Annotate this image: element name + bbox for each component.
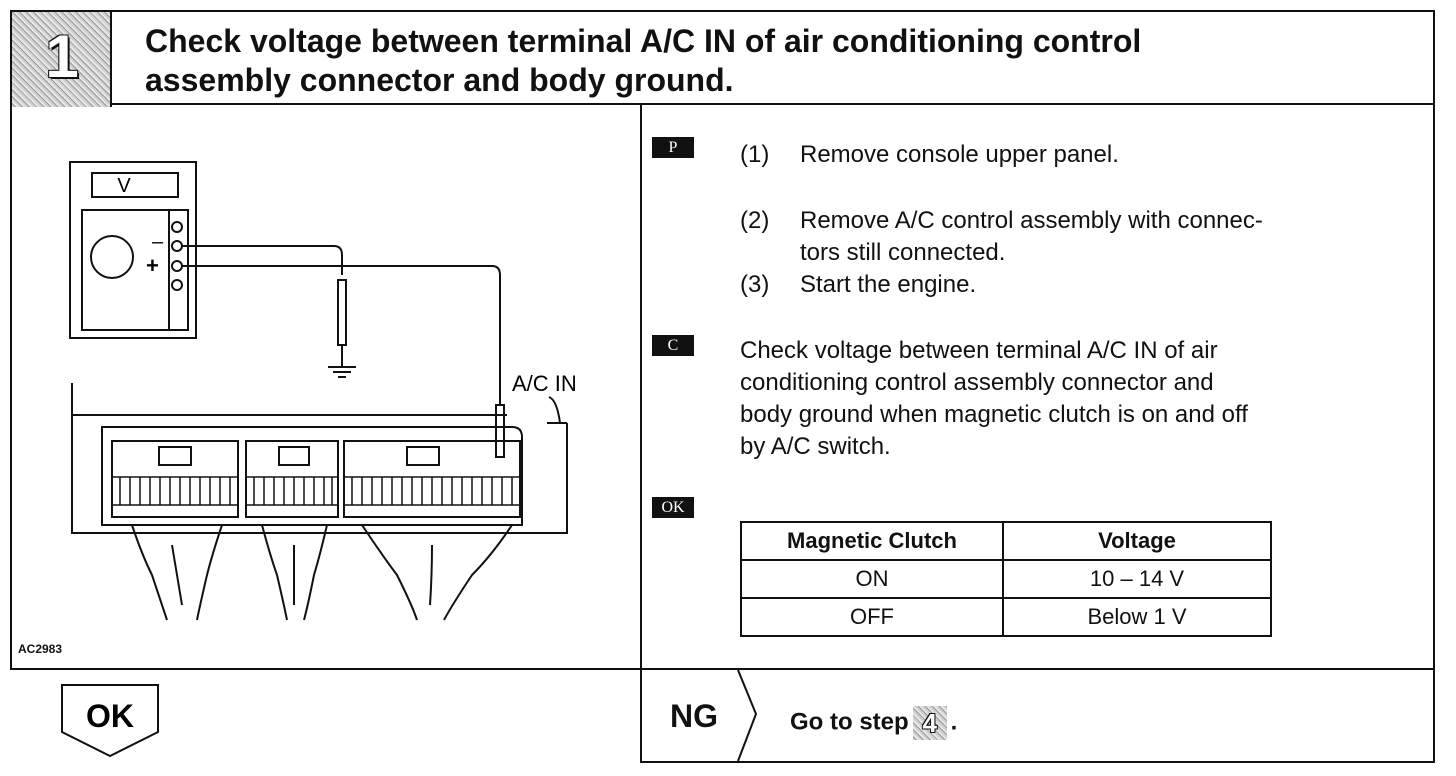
step-number: 1 [45, 23, 79, 90]
table-cell: Below 1 V [1002, 597, 1272, 637]
connector-block-3 [343, 440, 521, 518]
ground-lead [182, 245, 343, 275]
table-cell: 10 – 14 V [1002, 559, 1272, 599]
procedure-tag: P [652, 137, 694, 158]
plus-label: + [146, 253, 159, 278]
connector-block-1 [111, 440, 239, 518]
step-text-1: Remove console upper panel. [800, 141, 1119, 168]
step-title-line-1: Check voltage between terminal A/C IN of… [145, 23, 1142, 59]
table-cell: OFF [740, 597, 1004, 637]
step-title: Check voltage between terminal A/C IN of… [145, 22, 1395, 100]
table-row: ON 10 – 14 V [740, 559, 1272, 599]
ok-tag: OK [652, 497, 694, 518]
ng-arrow [737, 670, 758, 762]
plus-terminal [171, 260, 183, 272]
ground-symbol [328, 366, 356, 378]
terminal-label: A/C IN [512, 371, 577, 396]
goto-step-box: 4 [912, 706, 947, 740]
minus-terminal [171, 240, 183, 252]
check-line-2: conditioning control assembly connector … [740, 369, 1214, 396]
illustration-panel: V – + A/C IN AC2983 [10, 105, 642, 670]
step-num-2: (2) [740, 207, 770, 234]
step-title-line-2: assembly connector and body ground. [145, 62, 734, 98]
meter-label: V [117, 175, 131, 197]
connector-housing [71, 383, 568, 534]
procedure-panel: P (1) Remove console upper panel. (2) Re… [640, 105, 1435, 670]
ok-arrow-box: OK [61, 684, 159, 758]
check-line-1: Check voltage between terminal A/C IN of… [740, 337, 1218, 364]
step-text-3: Start the engine. [800, 271, 977, 298]
table-header-row: Magnetic Clutch Voltage [740, 521, 1272, 561]
table-cell: ON [740, 559, 1004, 599]
step-num-3: (3) [740, 271, 770, 298]
check-line-3: body ground when magnetic clutch is on a… [740, 401, 1248, 428]
signal-lead [182, 265, 501, 405]
step-number-box: 1 [12, 12, 112, 107]
step-header: 1 Check voltage between terminal A/C IN … [10, 10, 1435, 107]
voltmeter-dial [90, 235, 134, 279]
voltmeter-display [91, 172, 179, 198]
probe [495, 404, 505, 458]
step-text-2b: tors still connected. [800, 239, 1006, 266]
voltmeter-body [69, 161, 197, 339]
ng-label: NG [670, 698, 718, 734]
connector-block-2 [245, 440, 339, 518]
figure-code: AC2983 [18, 642, 63, 656]
step-text-2a: Remove A/C control assembly with connec- [800, 207, 1263, 234]
goto-end: . [950, 708, 958, 736]
voltmeter-connector-diagram: V – + A/C IN [69, 161, 577, 621]
repair-step-frame: 1 Check voltage between terminal A/C IN … [10, 10, 1435, 763]
ok-label: OK [86, 698, 134, 734]
ok-branch: OK [10, 670, 642, 763]
check-text: Check voltage between terminal A/C IN of… [740, 335, 1405, 463]
table-header: Magnetic Clutch [740, 521, 1004, 561]
table-row: OFF Below 1 V [740, 597, 1272, 637]
minus-label: – [152, 231, 164, 253]
table-header: Voltage [1002, 521, 1272, 561]
check-tag: C [652, 335, 694, 356]
step-num-1: (1) [740, 141, 770, 168]
check-line-4: by A/C switch. [740, 433, 891, 460]
goto-text: Go to step [790, 708, 909, 736]
voltage-spec-table: Magnetic Clutch Voltage ON 10 – 14 V OFF… [740, 521, 1272, 637]
